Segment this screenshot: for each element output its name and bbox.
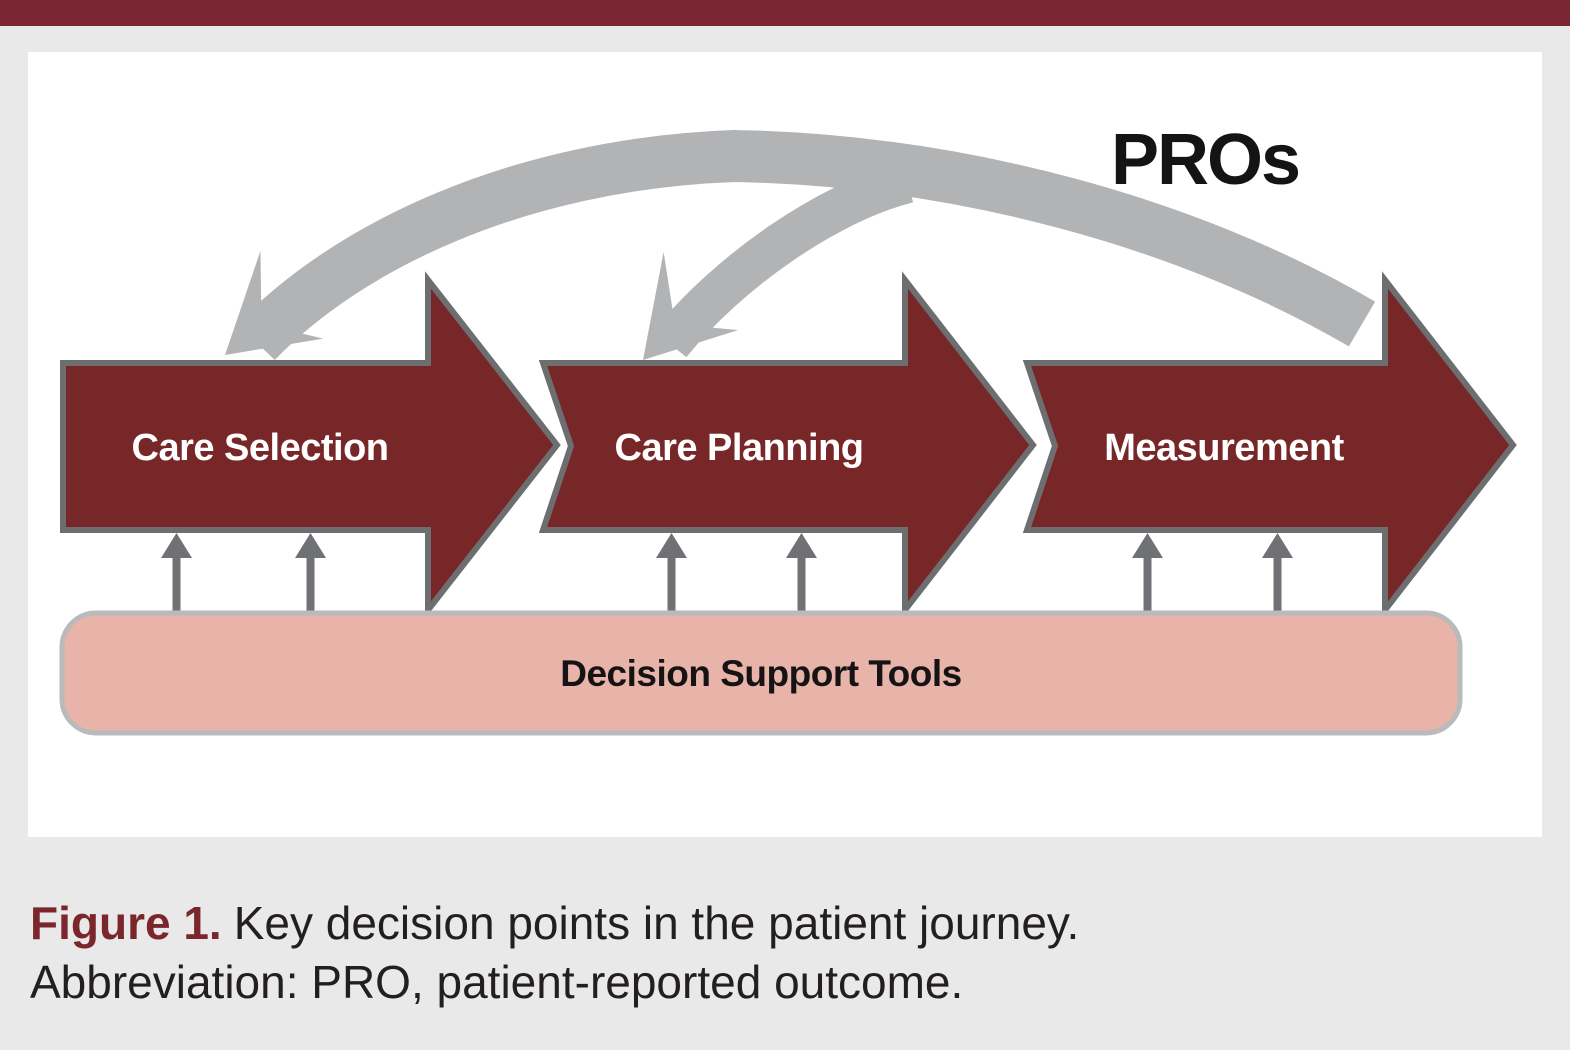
- caption-title: Key decision points in the patient journ…: [233, 897, 1080, 949]
- stage-arrow-care-planning: [538, 271, 1037, 619]
- pros-label: PROs: [1111, 120, 1299, 200]
- support-connector-arrow: [786, 533, 817, 614]
- arc-arrowhead-long: [225, 250, 324, 355]
- stage-label-measurement: Measurement: [1104, 427, 1344, 469]
- caption-figure-number: Figure 1.: [30, 897, 222, 949]
- support-connector-arrow: [161, 533, 192, 614]
- caption-line-1: Figure 1.Key decision points in the pati…: [30, 894, 1530, 953]
- pros-feedback-arc-long: [237, 129, 1376, 361]
- decision-support-box: [59, 610, 1463, 736]
- support-connector-arrow: [1262, 533, 1293, 614]
- decision-support-box-label: Decision Support Tools: [560, 653, 962, 694]
- arc-arrowhead-short: [643, 251, 738, 360]
- stage-arrow-measurement: [1022, 271, 1517, 619]
- stage-arrow-care-selection: [60, 271, 561, 619]
- patient-journey-diagram: PROs Care Selection Care Planning Measur…: [59, 120, 1517, 736]
- figure-caption: Figure 1.Key decision points in the pati…: [30, 894, 1530, 1012]
- figure-panel: PROs Care Selection Care Planning Measur…: [28, 52, 1542, 837]
- support-connector-arrow: [1132, 533, 1163, 614]
- caption-line-2: Abbreviation: PRO, patient-reported outc…: [30, 956, 964, 1008]
- pros-feedback-arc-short: [653, 161, 914, 358]
- support-connector-arrow: [295, 533, 326, 614]
- stage-label-care-planning: Care Planning: [615, 427, 864, 469]
- top-accent-bar: [0, 0, 1570, 26]
- support-connector-arrow: [656, 533, 687, 614]
- support-connector-arrows: [161, 533, 1293, 614]
- stage-label-care-selection: Care Selection: [132, 427, 389, 469]
